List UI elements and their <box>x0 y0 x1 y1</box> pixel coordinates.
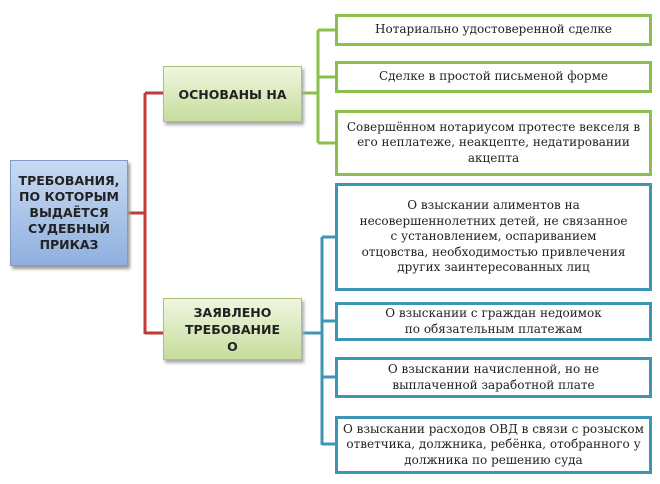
root-node: ТРЕБОВАНИЯ, ПО КОТОРЫМ ВЫДАЁТСЯ СУДЕБНЫЙ… <box>10 160 128 266</box>
root-label: ТРЕБОВАНИЯ, ПО КОТОРЫМ ВЫДАЁТСЯ СУДЕБНЫЙ… <box>18 173 120 252</box>
leaf-text: Нотариально удостоверенной сделке <box>375 22 612 37</box>
branch2-connector <box>302 235 335 446</box>
leaf-written-deal: Сделке в простой письменой форме <box>335 61 652 93</box>
branch-label: ЗАЯВЛЕНО ТРЕБОВАНИЕ О <box>184 304 281 354</box>
leaf-alimony: О взыскании алиментов на несовершеннолет… <box>335 183 652 291</box>
leaf-text: Совершённом нотариусом протесте векселя … <box>346 119 641 165</box>
leaf-text: О взыскании алиментов на несовершеннолет… <box>359 198 628 275</box>
branch-based-on: ОСНОВАНЫ НА <box>163 66 302 122</box>
leaf-text: Сделке в простой письменой форме <box>378 69 609 84</box>
branch-claim: ЗАЯВЛЕНО ТРЕБОВАНИЕ О <box>163 298 302 360</box>
leaf-notarial-deal: Нотариально удостоверенной сделке <box>335 14 652 46</box>
leaf-text: О взыскании начисленной, но не выплаченн… <box>387 362 600 392</box>
branch1-connector <box>302 28 335 145</box>
root-connector <box>128 91 163 335</box>
leaf-text: О взыскании с граждан недоимок по обязат… <box>385 306 602 336</box>
branch-label: ОСНОВАНЫ НА <box>178 86 287 102</box>
leaf-text: О взыскании расходов ОВД в связи с розыс… <box>343 421 644 467</box>
leaf-wages: О взыскании начисленной, но не выплаченн… <box>335 357 652 398</box>
leaf-search-expenses: О взыскании расходов ОВД в связи с розыс… <box>335 416 652 474</box>
leaf-arrears: О взыскании с граждан недоимок по обязат… <box>335 302 652 341</box>
leaf-bill-protest: Совершённом нотариусом протесте векселя … <box>335 110 652 176</box>
